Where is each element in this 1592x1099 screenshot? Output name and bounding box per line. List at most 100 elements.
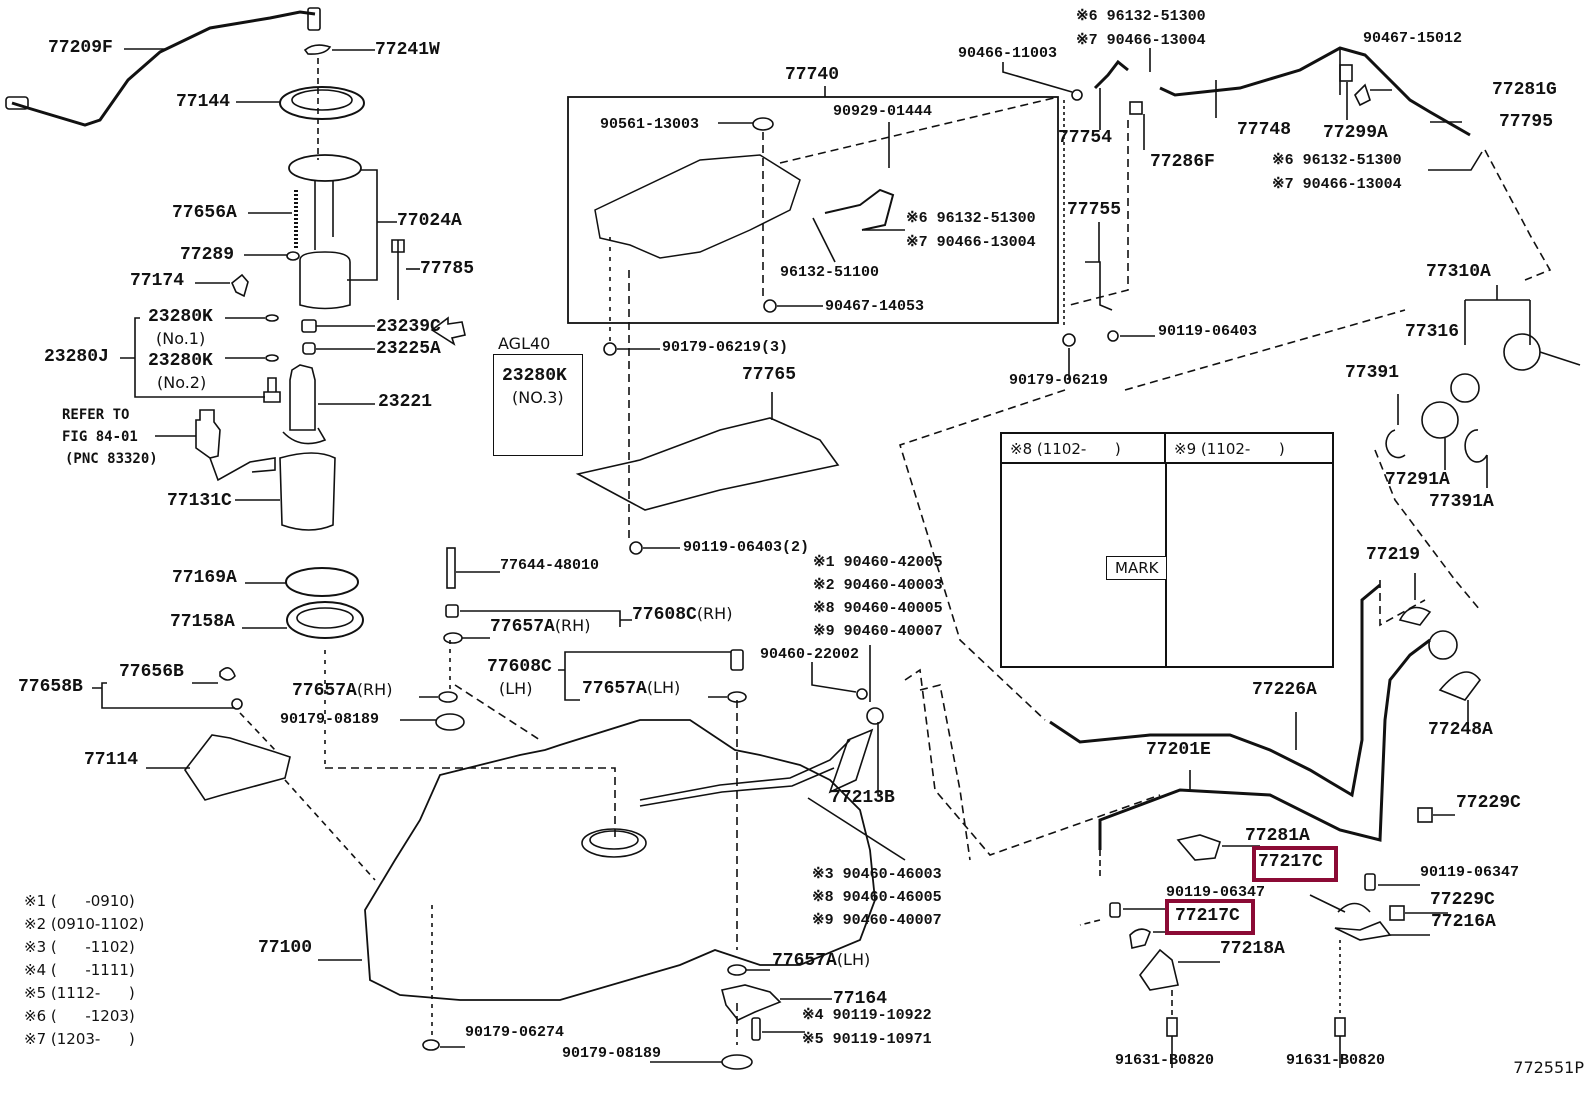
part-label-p77281A[interactable]: 77281A [1245,826,1310,846]
part-label-p77100[interactable]: 77100 [258,938,312,958]
part-label-p77740[interactable]: 77740 [785,65,839,85]
part-label-p90119-10971[interactable]: ※5 90119-10971 [802,1031,932,1049]
part-label-p90466-13004-c[interactable]: ※7 90466-13004 [1272,176,1402,194]
part-label-p77754[interactable]: 77754 [1058,128,1112,148]
part-label-p96132-51300-a[interactable]: ※6 96132-51300 [906,210,1036,228]
part-label-p90460-46005[interactable]: ※8 90460-46005 [812,889,942,907]
part-label-p90460-40005[interactable]: ※8 90460-40005 [813,600,943,618]
highlight-77217C-upper[interactable] [1252,846,1338,882]
part-label-p77229C-a[interactable]: 77229C [1456,793,1521,813]
part-label-p77213B[interactable]: 77213B [830,788,895,808]
part-label-p90119-06403-2[interactable]: 90119-06403(2) [683,539,809,557]
part-label-p77281G[interactable]: 77281G [1492,80,1557,100]
part-label-p23225A[interactable]: 23225A [376,339,441,359]
part-label-p90460-42005[interactable]: ※1 90460-42005 [813,554,943,572]
part-label-p90179-06219[interactable]: 90179-06219 [1009,372,1108,390]
part-label-p77608C-lh[interactable]: 77608C [487,657,552,677]
part-label-p23239C[interactable]: 23239C [376,317,441,337]
part-label-refer-1[interactable]: REFER TO [62,405,129,426]
part-label-p77316[interactable]: 77316 [1405,322,1459,342]
part-label-p90561-13003[interactable]: 90561-13003 [600,116,699,134]
part-label-p23280J[interactable]: 23280J [44,347,109,367]
part-label-p90119-06403[interactable]: 90119-06403 [1158,323,1257,341]
part-label-agl-part[interactable]: 23280K [502,366,567,386]
part-label-p77131C[interactable]: 77131C [167,491,232,511]
part-label-p23280K-1-sub[interactable]: (No.1) [156,329,205,349]
part-label-p77657A-rh-b[interactable]: 77657A(RH) [490,616,590,637]
part-label-p90179-08189-b[interactable]: 90179-08189 [562,1045,661,1063]
part-label-p77291A[interactable]: 77291A [1385,470,1450,490]
part-label-p77174[interactable]: 77174 [130,271,184,291]
part-label-p77201E[interactable]: 77201E [1146,740,1211,760]
part-label-p90179-06274[interactable]: 90179-06274 [465,1024,564,1042]
part-label-p91631-B0820-b[interactable]: 91631-B0820 [1286,1052,1385,1070]
part-number: 77657A [292,681,357,701]
part-label-p77657A-lh-b[interactable]: 77657A(LH) [772,950,870,971]
part-label-p77310A[interactable]: 77310A [1426,262,1491,282]
part-label-p23221[interactable]: 23221 [378,392,432,412]
part-label-p90460-22002[interactable]: 90460-22002 [760,646,859,664]
highlight-77217C-lower[interactable] [1165,899,1255,935]
part-label-p77644-48010[interactable]: 77644-48010 [500,557,599,575]
part-label-p77217C-b[interactable]: 77217C [1175,906,1240,926]
part-label-p90119-06347-a[interactable]: 90119-06347 [1420,864,1519,882]
part-label-p90179-06219-3[interactable]: 90179-06219(3) [662,339,788,357]
part-label-p23280K-2[interactable]: 23280K [148,351,213,371]
part-label-p77608C-rh[interactable]: 77608C(RH) [632,604,732,625]
part-label-p77765[interactable]: 77765 [742,365,796,385]
part-label-p77144[interactable]: 77144 [176,92,230,112]
part-label-p77024A[interactable]: 77024A [397,211,462,231]
part-label-p90467-14053[interactable]: 90467-14053 [825,298,924,316]
part-label-p77209F[interactable]: 77209F [48,38,113,58]
part-label-p91631-B0820-a[interactable]: 91631-B0820 [1115,1052,1214,1070]
part-label-p90466-13004-a[interactable]: ※7 90466-13004 [906,234,1036,252]
part-label-p90460-46003[interactable]: ※3 90460-46003 [812,866,942,884]
part-label-agl-sub[interactable]: (NO.3) [512,388,564,408]
part-label-p90460-40007-b[interactable]: ※9 90460-40007 [812,912,942,930]
part-label-p77114[interactable]: 77114 [84,750,138,770]
part-label-p77164[interactable]: 77164 [833,989,887,1009]
part-label-p90460-40003[interactable]: ※2 90460-40003 [813,577,943,595]
part-label-p77656A[interactable]: 77656A [172,203,237,223]
part-label-p77391[interactable]: 77391 [1345,363,1399,383]
part-label-p77241W[interactable]: 77241W [375,40,440,60]
part-label-p77785[interactable]: 77785 [420,259,474,279]
part-label-p77248A[interactable]: 77248A [1428,720,1493,740]
part-label-p77217C-a[interactable]: 77217C [1258,852,1323,872]
part-label-p77226A[interactable]: 77226A [1252,680,1317,700]
part-label-p23280K-1[interactable]: 23280K [148,307,213,327]
part-label-p96132-51100[interactable]: 96132-51100 [780,264,879,282]
part-label-p90119-06347-b[interactable]: 90119-06347 [1166,884,1265,902]
part-label-p77657A-lh-a[interactable]: 77657A(LH) [582,678,680,699]
part-label-p90467-15012[interactable]: 90467-15012 [1363,30,1462,48]
part-label-p77219[interactable]: 77219 [1366,545,1420,565]
part-label-p77299A[interactable]: 77299A [1323,123,1388,143]
part-label-p77656B[interactable]: 77656B [119,662,184,682]
part-label-p90179-08189-a[interactable]: 90179-08189 [280,711,379,729]
part-label-p90466-11003[interactable]: 90466-11003 [958,45,1057,63]
part-label-p90460-40007-a[interactable]: ※9 90460-40007 [813,623,943,641]
part-label-refer-3[interactable]: (PNC 83320) [65,449,158,470]
part-label-p77158A[interactable]: 77158A [170,612,235,632]
part-label-p77658B[interactable]: 77658B [18,677,83,697]
bracket-77216A [1334,921,1392,941]
part-label-p77286F[interactable]: 77286F [1150,152,1215,172]
part-label-p90466-13004-b[interactable]: ※7 90466-13004 [1076,32,1206,50]
part-label-p90119-10922[interactable]: ※4 90119-10922 [802,1007,932,1025]
part-label-p77795[interactable]: 77795 [1499,112,1553,132]
part-label-p77391A[interactable]: 77391A [1429,492,1494,512]
part-label-p77229C-b[interactable]: 77229C [1430,890,1495,910]
part-label-p96132-51300-b[interactable]: ※6 96132-51300 [1076,8,1206,26]
part-label-p90929-01444[interactable]: 90929-01444 [833,103,932,121]
part-label-p77657A-rh-a[interactable]: 77657A(RH) [292,680,392,701]
part-label-refer-2[interactable]: FIG 84-01 [62,427,138,448]
part-label-p77218A[interactable]: 77218A [1220,939,1285,959]
part-label-p23280K-2-sub[interactable]: (No.2) [157,373,206,393]
part-label-p77608C-lh-sfx[interactable]: (LH) [499,679,532,699]
part-label-p77748[interactable]: 77748 [1237,120,1291,140]
part-label-p77169A[interactable]: 77169A [172,568,237,588]
part-label-p77755[interactable]: 77755 [1067,200,1121,220]
part-label-p96132-51300-c[interactable]: ※6 96132-51300 [1272,152,1402,170]
part-label-p77289[interactable]: 77289 [180,245,234,265]
part-label-p77216A[interactable]: 77216A [1431,912,1496,932]
